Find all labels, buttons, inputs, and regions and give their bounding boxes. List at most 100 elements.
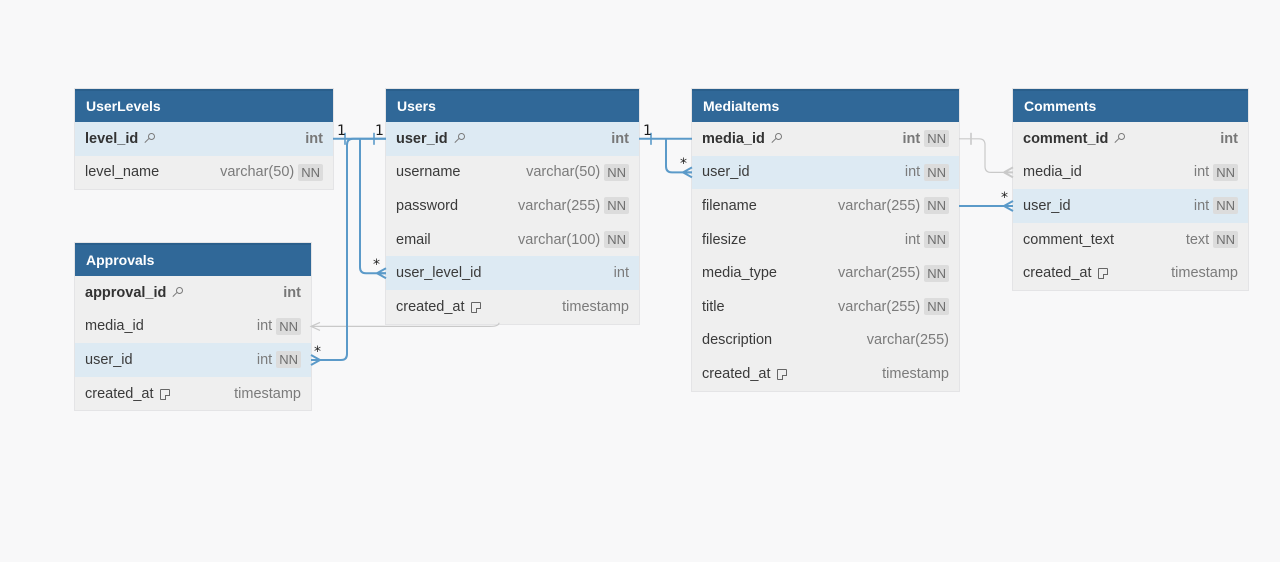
column-name-text: user_id [85,351,133,368]
column-name-text: media_id [702,130,765,147]
table-header[interactable]: MediaItems [692,89,959,122]
table-header[interactable]: UserLevels [75,89,333,122]
column-row-email[interactable]: email varchar(100)NN [386,223,639,257]
key-icon [171,286,184,299]
column-name-text: comment_id [1023,130,1109,147]
column-type: varchar(255) [518,197,601,214]
column-name-text: title [702,298,725,315]
key-icon [143,132,156,145]
note-icon [776,368,788,380]
column-name: comment_text [1023,232,1186,248]
not-null-badge: NN [276,351,301,369]
column-type: timestamp [234,385,301,402]
column-name-text: created_at [396,298,465,315]
column-name: created_at [1023,265,1171,281]
column-type: varchar(255) [838,197,921,214]
not-null-badge: NN [298,163,323,181]
column-name-text: created_at [1023,265,1092,282]
column-name: filename [702,198,838,214]
column-name: media_id [702,131,903,147]
column-row-created-at[interactable]: created_at timestamp [75,377,311,411]
column-name: level_id [85,131,305,147]
column-name: created_at [85,386,234,402]
crow-foot-marker [1003,166,1014,179]
column-type: varchar(100) [518,231,601,248]
column-row-description[interactable]: description varchar(255) [692,324,959,358]
note-icon [1097,267,1109,280]
column-name-text: description [702,332,773,349]
cardinality-label: * [314,344,321,360]
column-name-text: filesize [702,231,747,248]
connector-users-userlevels-drop [359,138,386,275]
cardinality-label: 1 [337,122,346,139]
connector-comments-media [959,138,1013,173]
not-null-badge: NN [924,231,949,249]
not-null-badge: NN [924,298,949,316]
column-name: user_id [702,164,905,180]
cardinality-label: 1 [643,122,652,139]
column-type: int [256,351,273,368]
table-header[interactable]: Approvals [75,243,311,276]
column-row-password[interactable]: password varchar(255)NN [386,189,639,223]
column-name: media_id [85,318,257,334]
key-icon [770,132,782,145]
column-type: text [1185,231,1210,248]
column-name: created_at [702,366,882,382]
column-name: user_id [396,131,611,147]
not-null-badge: NN [604,163,629,181]
column-name-text: password [396,197,459,214]
note-icon [470,301,482,313]
column-name: email [396,232,518,248]
column-name-text: user_id [702,164,750,181]
column-name: username [396,164,526,180]
column-name-text: approval_id [85,284,167,301]
table-header[interactable]: Comments [1013,89,1248,122]
key-icon [1113,132,1126,145]
column-type: int [902,130,921,147]
column-name-text: media_id [85,318,144,335]
column-type: int [613,265,629,282]
column-name-text: level_id [85,130,139,147]
column-name: title [702,299,838,315]
column-name-text: username [396,164,461,181]
not-null-badge: NN [924,163,949,181]
table-header[interactable]: Users [386,89,639,122]
not-null-badge: NN [604,231,629,249]
column-type: varchar(255) [866,332,949,349]
cardinality-label: * [680,156,687,173]
column-name-text: filename [702,197,757,214]
column-name: user_id [1023,198,1194,214]
column-name-text: email [396,231,431,248]
key-icon [453,132,465,145]
column-name-text: user_id [1023,197,1071,214]
column-name-text: created_at [85,385,154,402]
not-null-badge: NN [604,197,629,215]
